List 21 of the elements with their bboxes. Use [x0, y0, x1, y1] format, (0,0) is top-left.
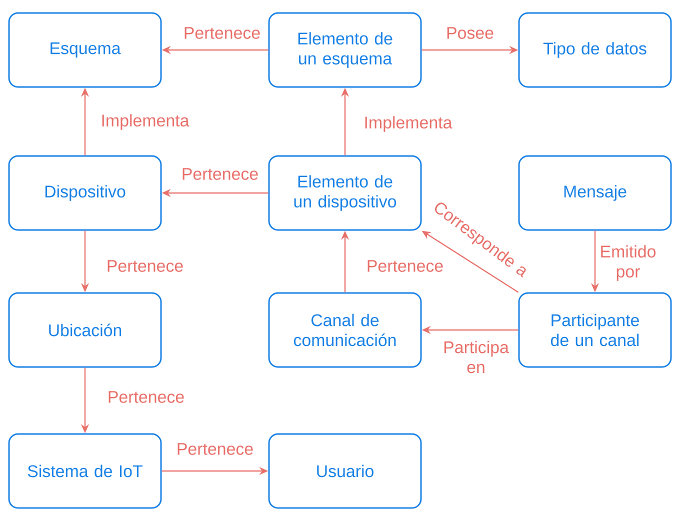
edge-label: Pertenece: [108, 260, 183, 272]
edge-label: Implementa: [102, 114, 190, 130]
entity-box: Elemento de un dispositivo: [268, 155, 422, 231]
entity-box: Mensaje: [518, 155, 672, 231]
edge-label: Pertenece: [184, 27, 260, 39]
entity-box: Sistema de IoT: [8, 433, 162, 509]
entity-box: Elemento de un esquema: [268, 12, 422, 88]
entity-box: Esquema: [8, 12, 162, 88]
entity-box: Ubicación: [8, 292, 162, 368]
edge-label: Pertenece: [178, 443, 253, 455]
entity-box: Tipo de datos: [518, 12, 672, 88]
edge-label: Pertenece: [182, 168, 258, 180]
edge-label: Emitido por: [601, 245, 656, 281]
edge-label: Implementa: [365, 116, 452, 132]
entity-box: Canal de comunicación: [268, 292, 422, 368]
entity-box: Participante de un canal: [518, 292, 672, 368]
edge-label: Pertenece: [108, 391, 184, 403]
edge-label: Posee: [447, 27, 494, 39]
entity-box: Dispositivo: [8, 155, 162, 231]
entity-box: Usuario: [268, 433, 422, 509]
edge-label: Participa en: [444, 340, 509, 374]
